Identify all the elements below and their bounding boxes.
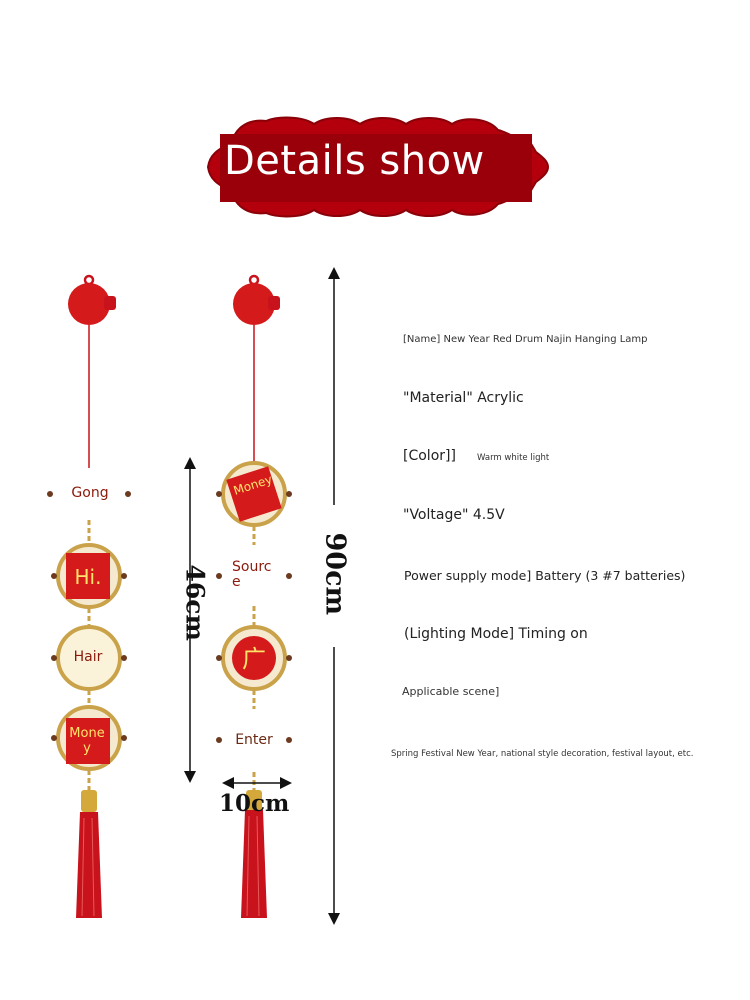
spec-voltage: "Voltage" 4.5V (403, 507, 505, 523)
dimension-90cm: 90cm (319, 532, 351, 616)
lamp-left (47, 274, 131, 918)
left-disc-3-label: Hair (73, 649, 103, 665)
height-90-arrow (328, 267, 340, 925)
spec-material: "Material" Acrylic (403, 390, 524, 406)
right-disc-4-label: Enter (235, 732, 273, 748)
spec-scene-label: Applicable scene] (402, 685, 500, 698)
lamp-right (216, 274, 292, 918)
spec-color-label: [Color]] (403, 448, 456, 464)
dimension-46cm: 46cm (180, 564, 210, 641)
spec-scene-value: Spring Festival New Year, national style… (391, 749, 694, 759)
left-disc-2-label: Hi. (74, 565, 102, 589)
left-disc-4-label: Money (69, 726, 105, 756)
spec-name: [Name] New Year Red Drum Najin Hanging L… (403, 334, 648, 345)
right-disc-3-label: 广 (242, 645, 266, 673)
width-10-arrow (222, 777, 292, 789)
spec-lighting: (Lighting Mode] Timing on (404, 626, 588, 642)
spec-power: Power supply mode] Battery (3 #7 batteri… (404, 568, 686, 583)
title-banner (206, 116, 550, 218)
page-title: Details show (224, 138, 485, 184)
spec-color-value: Warm white light (477, 453, 550, 463)
height-46-arrow (184, 457, 196, 783)
right-disc-2-label: Source (232, 559, 272, 590)
left-disc-1-label: Gong (71, 485, 109, 501)
dimension-10cm: 10cm (219, 790, 290, 817)
